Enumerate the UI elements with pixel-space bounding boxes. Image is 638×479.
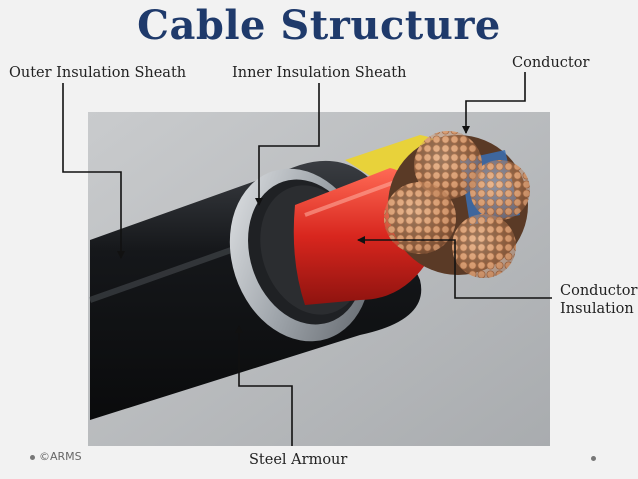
bullet-dot-icon-right — [591, 456, 596, 461]
leader-inner-sheath — [255, 83, 320, 206]
label-conductor-insulation-line1: Conductor — [560, 283, 638, 299]
label-conductor-insulation-line2: Insulation — [560, 301, 634, 318]
footer-credit: ©ARMS — [30, 450, 82, 463]
label-conductor-insulation: Conductor Insulation — [560, 282, 637, 318]
label-outer-sheath: Outer Insulation Sheath — [9, 65, 187, 81]
label-inner-sheath: Inner Insulation Sheath — [232, 65, 407, 81]
label-conductor: Conductor — [512, 55, 590, 71]
label-steel-armour: Steel Armour — [249, 452, 348, 468]
leader-steel-armour — [235, 325, 293, 446]
leader-conductor-insulation — [357, 236, 552, 299]
page-title: Cable Structure — [137, 2, 501, 49]
leader-conductor — [462, 72, 526, 134]
leader-outer-sheath — [62, 83, 125, 259]
credit-text: ©ARMS — [39, 450, 82, 463]
bullet-dot-icon — [30, 454, 35, 460]
